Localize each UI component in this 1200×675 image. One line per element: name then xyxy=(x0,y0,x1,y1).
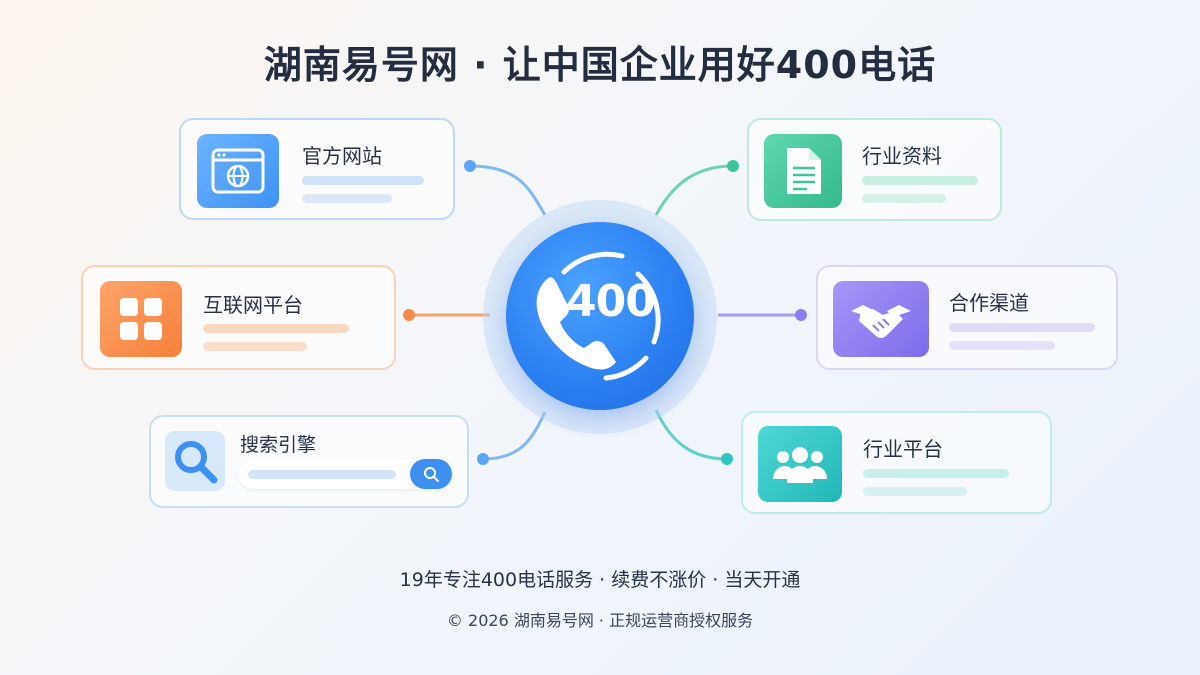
card-industry-platform-label: 行业平台 xyxy=(863,437,943,461)
card-internet-platform-label: 互联网平台 xyxy=(203,293,303,317)
link-partner-channel-dot xyxy=(795,309,807,321)
footer-tagline: 19年专注400电话服务 · 续费不涨价 · 当天开通 xyxy=(399,569,801,591)
card-industry-platform-bar-1 xyxy=(863,469,1009,478)
industry-platform-tile xyxy=(758,426,842,502)
card-internet-platform-bar-2 xyxy=(203,342,307,351)
card-industry-info[interactable]: 行业资料 xyxy=(747,118,1002,221)
card-partner-channel-bar-2 xyxy=(949,341,1055,350)
card-website[interactable]: 官方网站 xyxy=(179,118,455,220)
hub-label: 400 xyxy=(566,276,656,327)
card-industry-info-label: 行业资料 xyxy=(862,144,942,168)
link-industry-info xyxy=(654,164,734,216)
magnifier-icon xyxy=(175,441,218,484)
search-engine-box-bar xyxy=(248,470,396,479)
document-icon xyxy=(787,148,821,194)
card-industry-platform[interactable]: 行业平台 xyxy=(741,411,1052,514)
card-industry-info-bar-1 xyxy=(862,176,978,185)
card-internet-platform[interactable]: 互联网平台 xyxy=(81,265,396,370)
search-icon xyxy=(424,467,439,482)
link-industry-platform xyxy=(654,409,728,461)
card-search-engine[interactable]: 搜索引擎 xyxy=(149,415,469,508)
link-industry-info-dot xyxy=(727,160,739,172)
search-engine-box xyxy=(238,459,452,489)
card-partner-channel-bar-1 xyxy=(949,323,1095,332)
app-grid-icon xyxy=(120,298,162,340)
search-engine-button xyxy=(410,459,452,489)
card-website-bar-1 xyxy=(302,176,424,185)
card-search-engine-label: 搜索引擎 xyxy=(240,434,317,456)
link-search-engine-dot xyxy=(477,453,489,465)
footer-copyright: © 2026 湖南易号网 · 正规运营商授权服务 xyxy=(446,611,754,630)
search-engine-tile xyxy=(165,431,225,491)
internet-platform-tile xyxy=(100,281,182,357)
handshake-icon xyxy=(851,305,911,338)
browser-globe-icon xyxy=(211,148,265,194)
phone-icon xyxy=(536,251,661,381)
card-website-label: 官方网站 xyxy=(302,144,382,168)
link-website xyxy=(469,164,547,216)
card-industry-platform-bar-2 xyxy=(863,487,967,496)
card-partner-channel-label: 合作渠道 xyxy=(949,291,1029,315)
card-industry-info-bar-2 xyxy=(862,194,946,203)
website-tile xyxy=(197,134,279,208)
users-group-icon xyxy=(773,447,827,483)
industry-info-tile xyxy=(764,134,842,208)
card-website-bar-2 xyxy=(302,194,392,203)
card-partner-channel[interactable]: 合作渠道 xyxy=(816,265,1118,370)
card-internet-platform-bar-1 xyxy=(203,324,349,333)
link-industry-platform-dot xyxy=(721,453,733,465)
link-website-dot xyxy=(464,160,476,172)
link-search-engine xyxy=(482,411,547,461)
link-internet-platform-dot xyxy=(403,309,415,321)
page-title: 湖南易号网 · 让中国企业用好400电话 xyxy=(263,43,937,87)
partner-channel-tile xyxy=(833,281,929,357)
